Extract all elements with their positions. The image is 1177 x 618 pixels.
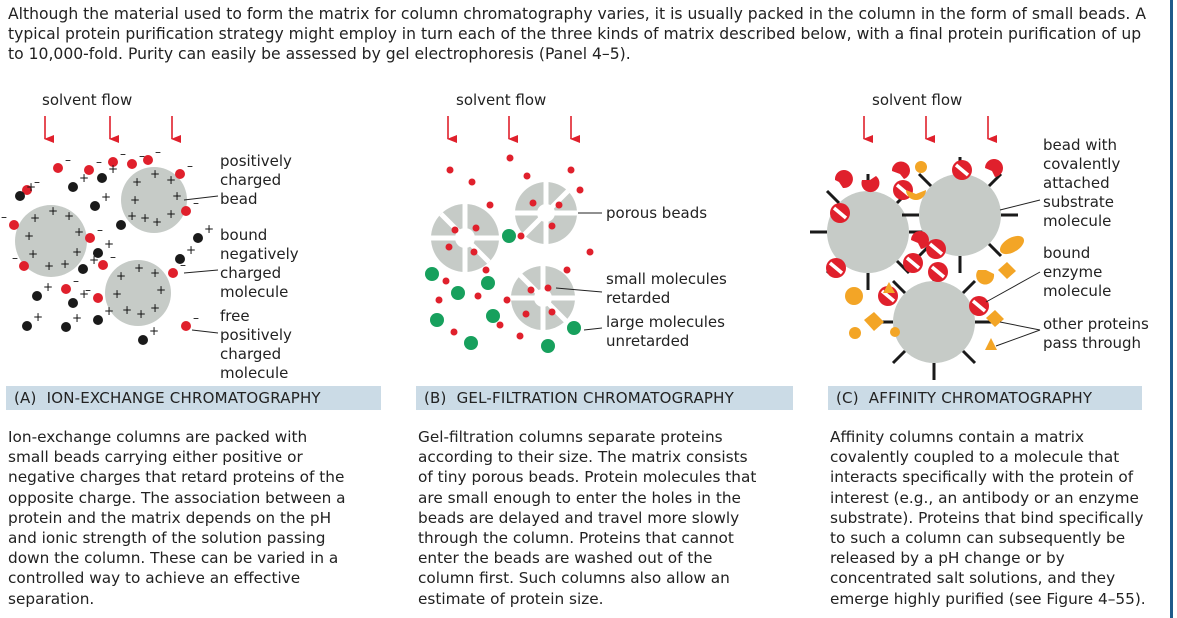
svg-text:+: +	[156, 283, 166, 297]
panel-a-title: (A) ION-EXCHANGE CHROMATOGRAPHY	[6, 386, 381, 410]
right-border-rule	[1170, 0, 1173, 618]
svg-text:+: +	[72, 245, 82, 259]
svg-text:+: +	[127, 209, 137, 223]
svg-text:+: +	[101, 190, 111, 204]
svg-text:+: +	[152, 215, 162, 229]
svg-text:–: –	[120, 147, 126, 161]
panel-c-leader-lines	[985, 199, 1041, 347]
svg-text:–: –	[187, 159, 193, 173]
panel-c-title: (C) AFFINITY CHROMATOGRAPHY	[828, 386, 1142, 410]
positive-bead: + + + + + + + + +	[15, 204, 87, 277]
svg-text:+: +	[149, 324, 159, 338]
svg-text:+: +	[136, 307, 146, 321]
svg-text:+: +	[166, 207, 176, 221]
panel-c-title-text: AFFINITY CHROMATOGRAPHY	[868, 389, 1093, 407]
chromatography-illustrations: solvent flow + + + + + + + + + + + + + +…	[1, 91, 1154, 380]
svg-text:+: +	[132, 175, 142, 189]
svg-text:+: +	[60, 257, 70, 271]
panel-a-leader-lines	[183, 195, 219, 334]
svg-text:+: +	[64, 209, 74, 223]
svg-text:–: –	[34, 175, 40, 189]
svg-text:+: +	[33, 310, 43, 324]
panel-b-title-text: GEL-FILTRATION CHROMATOGRAPHY	[456, 389, 734, 407]
svg-text:+: +	[28, 247, 38, 261]
svg-text:–: –	[97, 223, 103, 237]
svg-text:+: +	[150, 167, 160, 181]
svg-text:+: +	[130, 193, 140, 207]
svg-text:+: +	[72, 311, 82, 325]
free-enzyme-molecule	[834, 159, 1003, 249]
panel-b-title: (B) GEL-FILTRATION CHROMATOGRAPHY	[416, 386, 793, 410]
positive-bead: + + + + + + + +	[105, 260, 171, 326]
svg-text:+: +	[104, 237, 114, 251]
other-protein	[845, 161, 1025, 350]
panel-b-flow-label: solvent flow	[456, 91, 546, 109]
svg-text:–: –	[180, 258, 186, 272]
svg-text:–: –	[193, 196, 199, 210]
svg-text:+: +	[204, 222, 214, 236]
svg-text:+: +	[30, 211, 40, 225]
panel-c-labels: bead with covalently attached substrate …	[1043, 136, 1154, 352]
svg-text:+: +	[79, 287, 89, 301]
panel-b-diagram: solvent flow	[425, 91, 732, 353]
svg-text:–: –	[155, 145, 161, 159]
svg-text:–: –	[12, 251, 18, 265]
porous-bead	[511, 266, 575, 330]
svg-text:+: +	[108, 162, 118, 176]
panel-b-labels: porous beads small molecules retarded la…	[606, 204, 732, 350]
svg-text:+: +	[89, 253, 99, 267]
panel-a-diagram: solvent flow + + + + + + + + + + + + + +…	[1, 91, 303, 380]
positive-bead: + + + + + + + +	[121, 167, 187, 233]
svg-text:–: –	[73, 274, 79, 288]
bound-negative-molecule: – – – – – – – – – – – – – – – –	[1, 145, 199, 331]
svg-text:–: –	[139, 149, 145, 163]
svg-text:+: +	[134, 261, 144, 275]
svg-text:+: +	[48, 204, 58, 218]
svg-text:+: +	[24, 229, 34, 243]
small-molecule	[435, 154, 594, 340]
panel-a-title-text: ION-EXCHANGE CHROMATOGRAPHY	[46, 389, 321, 407]
panel-b-leader-lines	[555, 212, 603, 331]
panel-c-flow-label: solvent flow	[872, 91, 962, 109]
panel-b-description: Gel-filtration columns separate proteins…	[418, 428, 757, 608]
porous-bead	[431, 204, 499, 272]
svg-text:+: +	[44, 259, 54, 273]
svg-text:+: +	[186, 243, 196, 257]
large-molecule	[425, 229, 581, 353]
svg-text:–: –	[65, 153, 71, 167]
svg-text:+: +	[166, 173, 176, 187]
free-positive-molecule: + + + + + + + + + + + + + + +	[15, 162, 214, 345]
svg-text:+: +	[26, 180, 36, 194]
porous-bead	[515, 182, 577, 244]
svg-text:+: +	[150, 301, 160, 315]
svg-text:+: +	[74, 225, 84, 239]
svg-text:+: +	[116, 269, 126, 283]
svg-text:–: –	[85, 283, 91, 297]
svg-text:+: +	[79, 171, 89, 185]
svg-text:+: +	[112, 287, 122, 301]
svg-text:+: +	[140, 211, 150, 225]
substrate-bead	[874, 262, 994, 380]
svg-text:+: +	[104, 304, 114, 318]
svg-text:–: –	[110, 250, 116, 264]
svg-text:+: +	[172, 189, 182, 203]
panel-c-diagram: solvent flow	[808, 91, 1154, 380]
svg-text:–: –	[96, 155, 102, 169]
svg-text:+: +	[122, 303, 132, 317]
svg-text:+: +	[150, 266, 160, 280]
panel-c-letter: (C)	[836, 389, 859, 407]
svg-text:–: –	[193, 311, 199, 325]
svg-text:–: –	[1, 210, 7, 224]
intro-paragraph: Although the material used to form the m…	[8, 5, 1146, 63]
panel-a-letter: (A)	[14, 389, 37, 407]
panel-b-letter: (B)	[424, 389, 447, 407]
svg-text:+: +	[43, 280, 53, 294]
panel-a-labels: positively charged bead bound negatively…	[220, 152, 303, 380]
panel-a-flow-label: solvent flow	[42, 91, 132, 109]
